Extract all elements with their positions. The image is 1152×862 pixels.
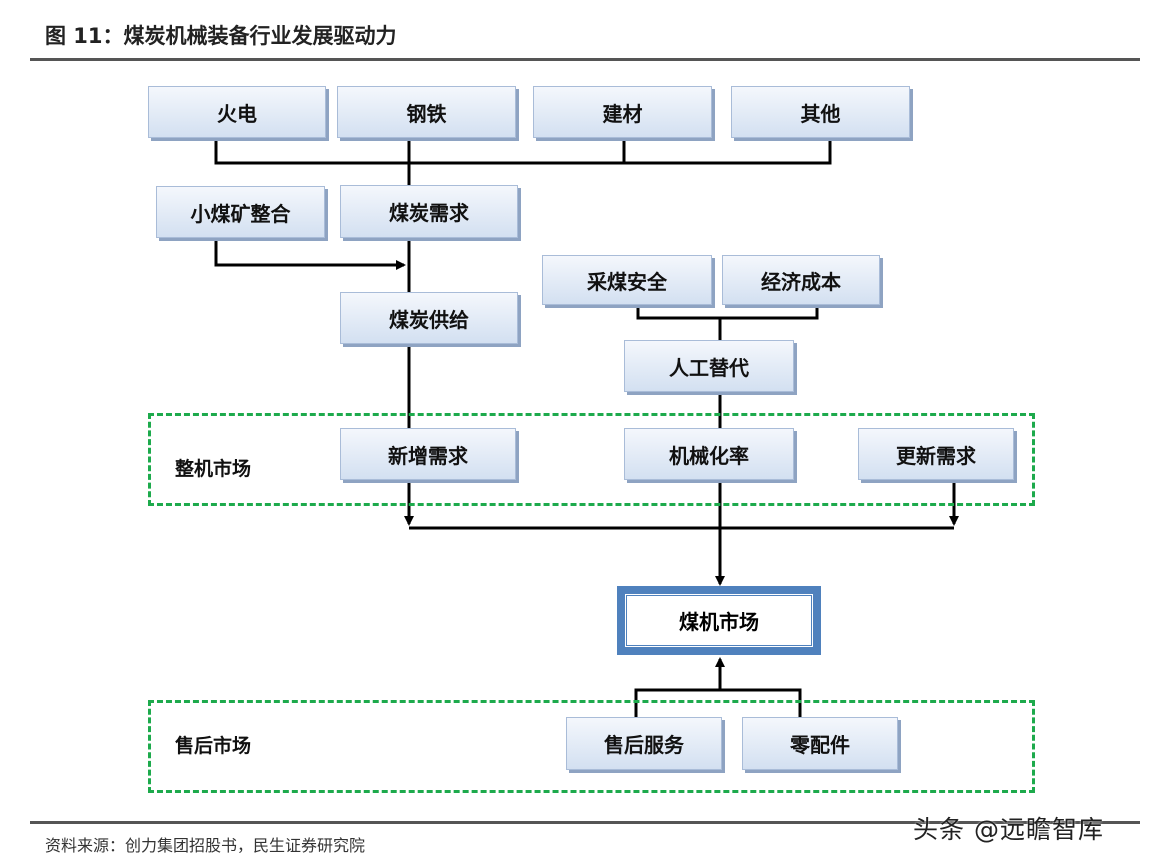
node-other: 其他 [731, 86, 910, 138]
node-thermal-power: 火电 [148, 86, 326, 138]
aftermarket-group [148, 700, 1035, 793]
node-labor-substitution: 人工替代 [624, 340, 794, 392]
whole-machine-group [148, 413, 1035, 506]
labor-line [636, 305, 819, 428]
top-rule [30, 58, 1140, 61]
node-after-sales-service: 售后服务 [566, 717, 722, 770]
node-new-demand: 新增需求 [340, 428, 516, 480]
node-mining-safety: 采煤安全 [542, 255, 712, 305]
node-building-materials: 建材 [533, 86, 712, 138]
demand-sources-line [214, 138, 832, 185]
node-coal-machinery-market: 煤机市场 [617, 586, 821, 655]
watermark: 头条 @远瞻智库 [913, 815, 1104, 844]
node-economic-cost: 经济成本 [722, 255, 880, 305]
node-small-mine-consolidation: 小煤矿整合 [156, 186, 325, 238]
node-spare-parts: 零配件 [742, 717, 898, 770]
source-note: 资料来源：创力集团招股书，民生证券研究院 [45, 836, 366, 855]
figure-title: 图 11：煤炭机械装备行业发展驱动力 [45, 24, 397, 48]
node-coal-demand: 煤炭需求 [340, 185, 518, 238]
node-mechanization-rate: 机械化率 [624, 428, 794, 480]
aftermarket-arrow [634, 659, 802, 717]
node-coal-supply: 煤炭供给 [340, 292, 518, 344]
aftermarket-label: 售后市场 [175, 735, 252, 757]
consolidation-arrow [214, 238, 406, 270]
node-renewal-demand: 更新需求 [858, 428, 1014, 480]
whole-machine-label: 整机市场 [175, 458, 252, 480]
bottom-rule [30, 821, 1140, 824]
coal-machinery-market-label: 煤机市场 [624, 593, 814, 648]
node-steel: 钢铁 [337, 86, 516, 138]
